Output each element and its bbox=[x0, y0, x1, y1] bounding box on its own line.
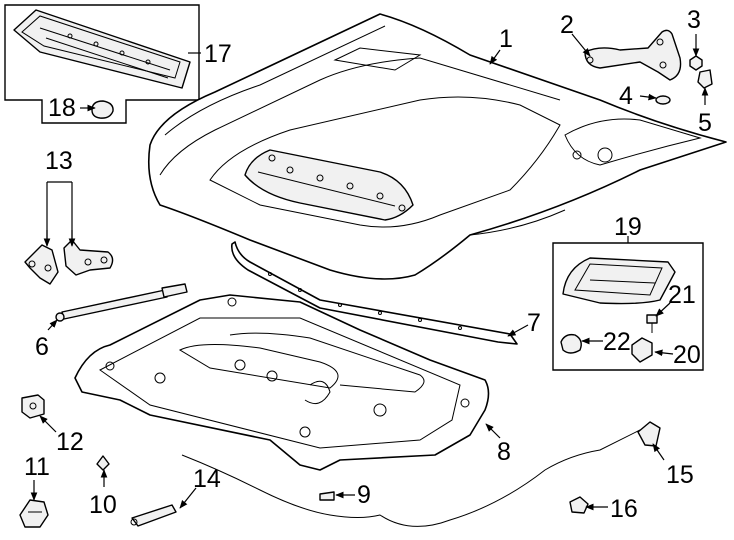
clip-9[interactable] bbox=[319, 491, 335, 501]
clip-5[interactable] bbox=[697, 69, 713, 89]
scoop-insert-19[interactable] bbox=[562, 257, 676, 305]
callout-19: 19 bbox=[614, 213, 642, 241]
grommet-4[interactable] bbox=[655, 95, 671, 105]
callout-10: 10 bbox=[89, 491, 117, 519]
callout-17: 17 bbox=[204, 40, 232, 68]
callout-5: 5 bbox=[698, 109, 712, 137]
callout-22: 22 bbox=[603, 328, 631, 356]
hood-insulator[interactable] bbox=[74, 294, 490, 471]
hood-scoop-insert[interactable] bbox=[13, 9, 191, 89]
hood-lift-strut[interactable] bbox=[55, 283, 188, 322]
callout-9: 9 bbox=[357, 481, 371, 509]
callout-13: 13 bbox=[45, 147, 73, 175]
latch-11[interactable] bbox=[19, 499, 49, 528]
callout-2: 2 bbox=[560, 11, 574, 39]
callout-21: 21 bbox=[668, 281, 696, 309]
hood-seal-strip[interactable] bbox=[231, 241, 518, 345]
clip-10[interactable] bbox=[96, 455, 110, 471]
release-cable-15[interactable] bbox=[181, 421, 661, 527]
callout-1: 1 bbox=[499, 25, 513, 53]
callout-16: 16 bbox=[610, 495, 638, 523]
callout-14: 14 bbox=[193, 465, 221, 493]
callout-18: 18 bbox=[48, 94, 76, 122]
nut-22[interactable] bbox=[560, 333, 582, 354]
callout-12: 12 bbox=[56, 428, 84, 456]
hood-hinge[interactable] bbox=[584, 29, 682, 81]
bolt-21[interactable] bbox=[646, 314, 658, 333]
bracket-20[interactable] bbox=[631, 337, 653, 363]
callout-11: 11 bbox=[24, 453, 50, 481]
callout-7: 7 bbox=[527, 309, 541, 337]
hood-panel[interactable] bbox=[147, 13, 727, 280]
leader-lines bbox=[30, 33, 709, 511]
bumper-12[interactable] bbox=[21, 394, 45, 419]
callout-4: 4 bbox=[619, 82, 633, 110]
clip-16[interactable] bbox=[569, 496, 589, 514]
hood-hinge-pair[interactable] bbox=[24, 239, 114, 285]
bumper-18[interactable] bbox=[91, 100, 114, 119]
callout-15: 15 bbox=[666, 461, 694, 489]
inset-box-17-18 bbox=[4, 4, 200, 124]
callout-3: 3 bbox=[687, 6, 701, 34]
inset-box-19-22 bbox=[552, 236, 704, 371]
release-handle-14[interactable] bbox=[130, 504, 177, 527]
callout-8: 8 bbox=[497, 438, 511, 466]
nut-3[interactable] bbox=[689, 55, 703, 71]
callout-6: 6 bbox=[35, 333, 49, 361]
callout-20: 20 bbox=[673, 341, 701, 369]
callout-labels: 1 2 3 4 5 6 7 8 9 10 11 12 13 14 15 16 1… bbox=[24, 6, 712, 523]
